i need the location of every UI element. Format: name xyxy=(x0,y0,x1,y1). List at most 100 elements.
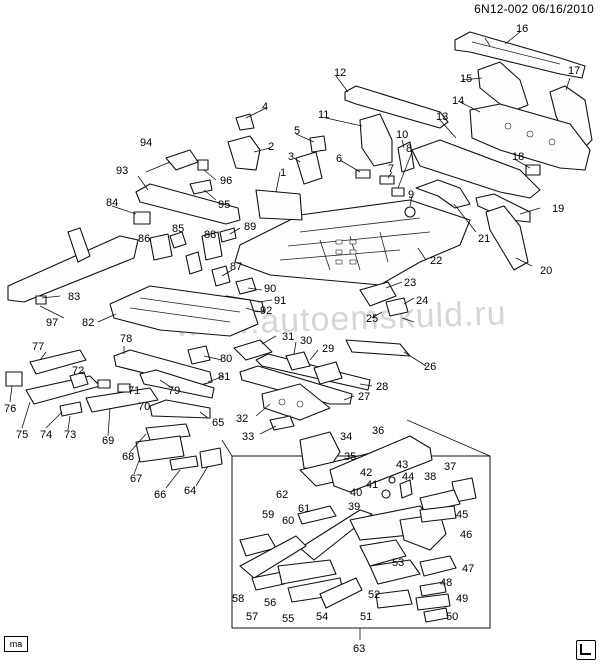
part-bracket-85 xyxy=(169,231,187,249)
part-clip-66 xyxy=(169,455,199,471)
callout-67: 67 xyxy=(130,473,142,485)
part-bracket-49 xyxy=(415,593,451,611)
callout-76: 76 xyxy=(4,403,16,415)
part-bracket-4 xyxy=(235,113,255,131)
part-rail-79 xyxy=(139,369,215,399)
part-front-floor-82 xyxy=(109,285,259,337)
part-bar-77 xyxy=(29,349,87,375)
callout-12: 12 xyxy=(334,67,346,79)
callout-19: 19 xyxy=(552,203,564,215)
part-bracket-24 xyxy=(385,297,409,317)
callout-55: 55 xyxy=(282,613,294,625)
callout-5: 5 xyxy=(294,125,300,137)
part-bracket-80 xyxy=(187,345,211,365)
callout-32: 32 xyxy=(236,413,248,425)
part-bracket-90 xyxy=(235,277,257,295)
callout-70: 70 xyxy=(138,401,150,413)
part-bracket-2 xyxy=(227,135,261,171)
part-bracket-64 xyxy=(199,447,223,469)
corner-mark: ma xyxy=(4,636,28,652)
part-extension-20 xyxy=(485,205,529,271)
callout-26: 26 xyxy=(424,361,436,373)
part-bracket-53 xyxy=(359,539,407,567)
hole xyxy=(349,239,357,245)
callout-63: 63 xyxy=(353,643,365,655)
callout-56: 56 xyxy=(264,597,276,609)
callout-8: 8 xyxy=(406,143,412,155)
part-bracket-87a xyxy=(185,251,203,275)
callout-95: 95 xyxy=(218,199,230,211)
callout-64: 64 xyxy=(184,485,196,497)
callout-66: 66 xyxy=(154,489,166,501)
callout-68: 68 xyxy=(122,451,134,463)
part-bracket-52 xyxy=(369,559,421,585)
callout-86: 86 xyxy=(138,233,150,245)
part-front-rail-upright xyxy=(67,227,91,263)
callout-34: 34 xyxy=(340,431,352,443)
part-bracket-38 xyxy=(419,489,461,513)
callout-7: 7 xyxy=(388,163,394,175)
part-top-rail xyxy=(454,31,586,79)
part-bracket-5 xyxy=(309,135,327,153)
part-rail-65 xyxy=(149,399,211,419)
part-bracket-3 xyxy=(295,151,323,185)
inset-leader-right xyxy=(406,419,491,457)
callout-54: 54 xyxy=(316,611,328,623)
callout-15: 15 xyxy=(460,73,472,85)
callout-94: 94 xyxy=(140,137,152,149)
part-rail-28 xyxy=(255,353,371,391)
callout-25: 25 xyxy=(366,313,378,325)
part-bracket-10 xyxy=(397,141,415,173)
part-bracket-45 xyxy=(419,505,457,523)
callout-59: 59 xyxy=(262,509,274,521)
hole xyxy=(548,138,556,146)
part-clip-33 xyxy=(269,415,295,431)
callout-10: 10 xyxy=(396,129,408,141)
callout-46: 46 xyxy=(460,529,472,541)
callout-43: 43 xyxy=(396,459,408,471)
part-bracket-84 xyxy=(133,211,151,225)
callout-11: 11 xyxy=(318,109,329,121)
part-bracket-88 xyxy=(201,231,223,261)
callout-30: 30 xyxy=(300,335,312,347)
callout-93: 93 xyxy=(116,165,128,177)
part-bracket-76 xyxy=(5,371,23,387)
hole xyxy=(349,259,357,265)
hole xyxy=(335,249,343,255)
callout-62: 62 xyxy=(276,489,288,501)
hole xyxy=(504,122,512,130)
callout-96: 96 xyxy=(220,175,232,187)
part-floor-pan-ribs xyxy=(279,217,431,271)
callout-27: 27 xyxy=(358,391,370,403)
callout-42: 42 xyxy=(360,467,372,479)
part-clip-71a xyxy=(97,379,111,389)
part-clip-18 xyxy=(525,164,541,176)
part-bracket-29 xyxy=(313,361,343,385)
callout-80: 80 xyxy=(220,353,232,365)
callout-6: 6 xyxy=(336,153,342,165)
callout-88: 88 xyxy=(204,229,216,241)
part-clip-97 xyxy=(35,295,47,305)
callout-21: 21 xyxy=(478,233,490,245)
part-panel-1 xyxy=(255,189,303,221)
part-rear-panel-17 xyxy=(549,85,593,151)
callout-52: 52 xyxy=(368,589,380,601)
callout-53: 53 xyxy=(392,557,404,569)
callout-24: 24 xyxy=(416,295,428,307)
part-bracket-47 xyxy=(419,555,457,577)
part-front-rail-83 xyxy=(7,235,139,303)
part-bracket-89 xyxy=(219,227,237,243)
callout-79: 79 xyxy=(168,385,180,397)
callout-3: 3 xyxy=(288,151,294,163)
hole xyxy=(349,249,357,255)
hole xyxy=(296,400,304,408)
part-bracket-87b xyxy=(211,265,231,287)
callout-29: 29 xyxy=(322,343,334,355)
callout-45: 45 xyxy=(456,509,468,521)
part-bracket-95 xyxy=(189,179,213,195)
inset-leader-left xyxy=(221,439,233,457)
part-nut-41 xyxy=(388,476,396,484)
